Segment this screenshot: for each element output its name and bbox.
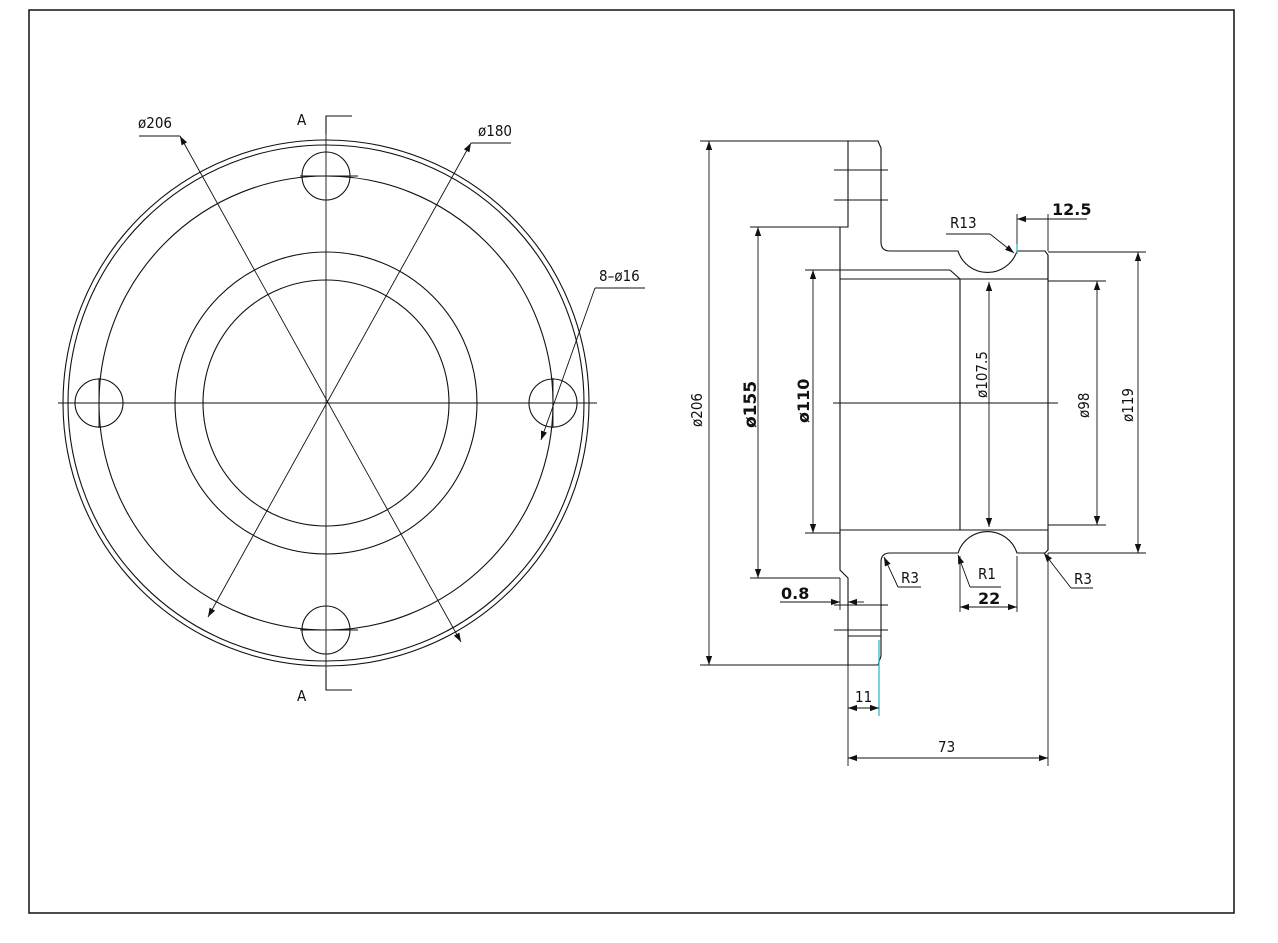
dim-0-8-label: 0.8: [781, 584, 809, 603]
dim-r3-left-leader: [883, 556, 899, 588]
section-hatch-top: [839, 140, 1049, 280]
dim-r13-leader: [989, 233, 1015, 254]
dim-holes-line: [540, 287, 596, 441]
dim-12-5-label: 12.5: [1052, 200, 1091, 219]
dim-206-label: ø206: [138, 114, 172, 132]
dim-r1-label: R1: [978, 565, 996, 583]
dim-119-label: ø119: [1119, 388, 1137, 422]
dim-98-label: ø98: [1075, 393, 1093, 418]
section-mark-top: [325, 115, 352, 134]
dim-r3-right-leader: [1043, 552, 1072, 589]
dim-110-label: ø110: [794, 379, 813, 423]
dim-22-label: 22: [978, 589, 1000, 608]
dim-r13-label: R13: [950, 214, 977, 232]
drawing-border: [28, 9, 1235, 914]
dim-180-label: ø180: [478, 122, 512, 140]
dim-155-label: ø155: [741, 381, 761, 428]
section-view: ø206 ø155 ø110 ø107.5 ø98 ø119 R13: [688, 140, 1146, 766]
dim-r3-left-label: R3: [901, 569, 919, 587]
section-label-bottom: A: [297, 687, 307, 705]
dim-206-side-label: ø206: [688, 393, 706, 427]
dim-73-label: 73: [938, 738, 955, 756]
dim-107-label: ø107.5: [973, 351, 991, 398]
dim-180-line: [207, 142, 472, 618]
section-mark-bottom: [325, 670, 352, 691]
section-label-top: A: [297, 111, 307, 129]
dim-holes-label: 8–ø16: [599, 267, 640, 285]
dim-11-label: 11: [855, 688, 872, 706]
dim-206-line: [179, 135, 462, 643]
dim-r3-right-label: R3: [1074, 570, 1092, 588]
front-view: A A ø206 ø180 8–ø16: [58, 111, 645, 705]
